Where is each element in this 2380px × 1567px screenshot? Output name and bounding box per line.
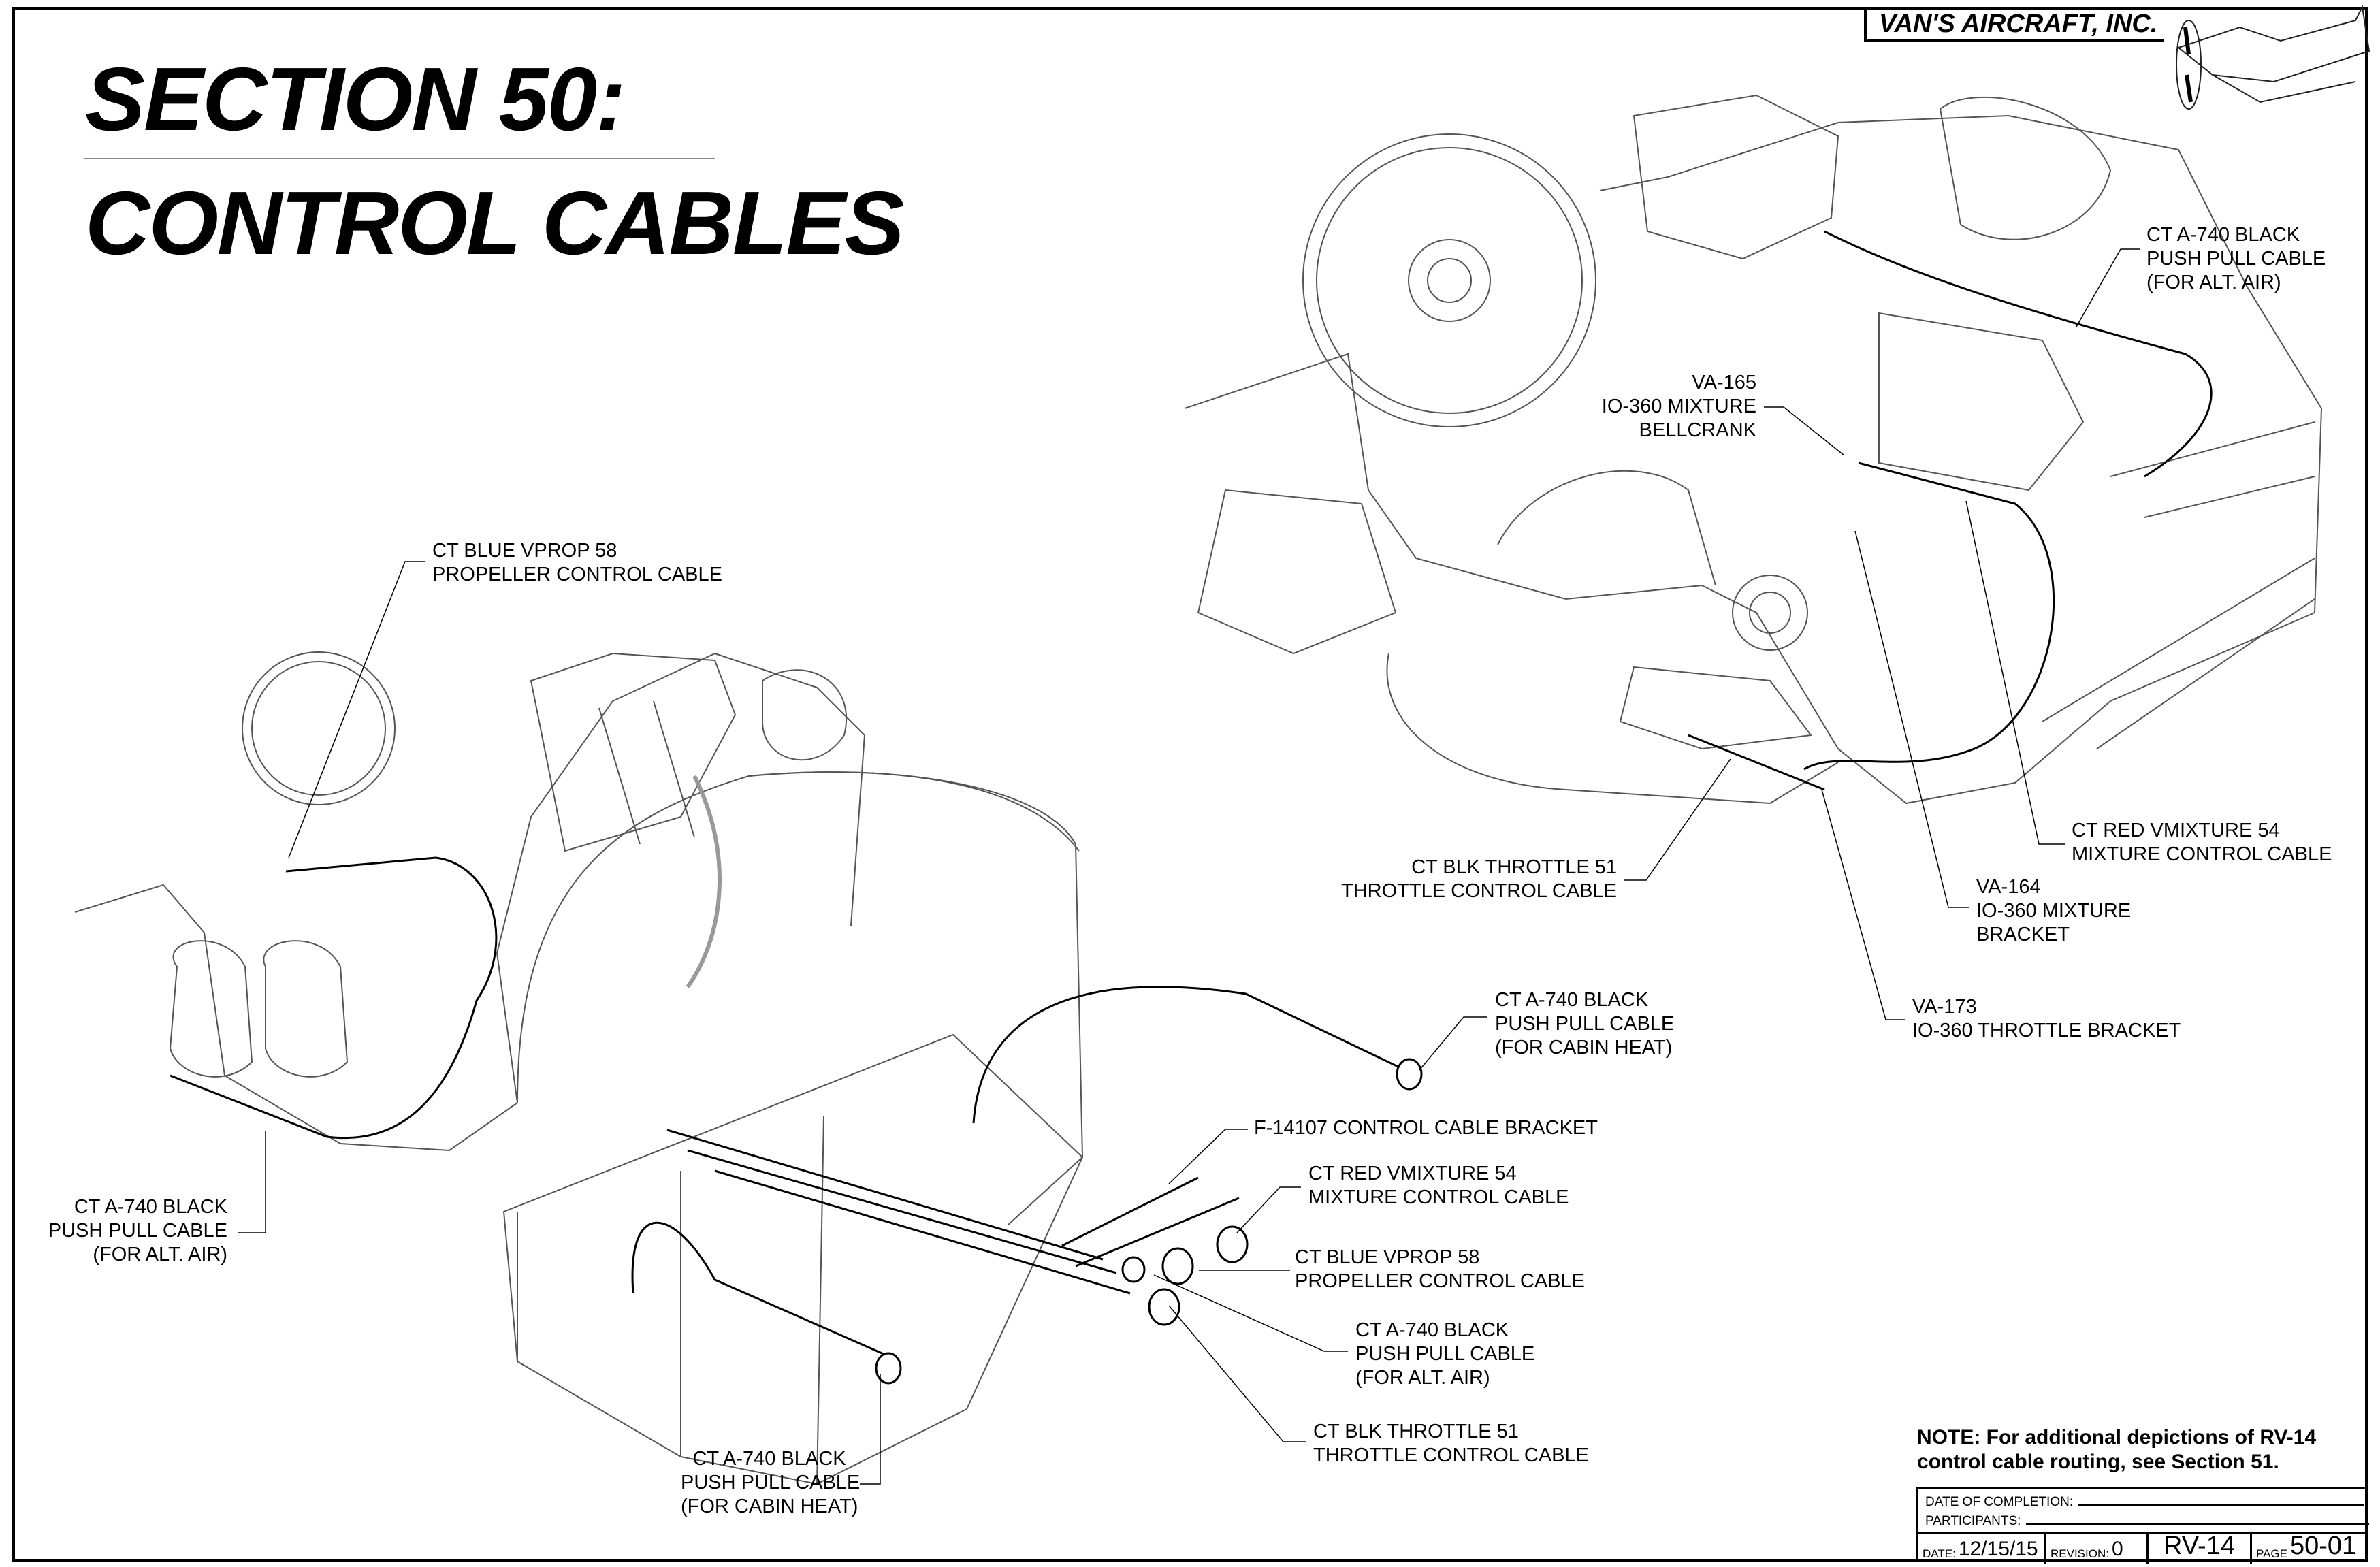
callout-f14107-bracket: F-14107 CONTROL CABLE BRACKET	[1254, 1116, 1598, 1140]
cables	[170, 230, 2213, 1356]
company-name: VAN'S AIRCRAFT, INC.	[1864, 7, 2164, 42]
callout-line: (FOR ALT. AIR)	[2146, 272, 2281, 293]
callout-line: PROPELLER CONTROL CABLE	[1295, 1270, 1585, 1292]
callout-line: PUSH PULL CABLE	[1355, 1343, 1535, 1365]
date-of-completion-row: DATE OF COMPLETION:	[1925, 1495, 2365, 1510]
callout-left-cabin-heat-cable: CT A-740 BLACK PUSH PULL CABLE (FOR CABI…	[681, 1447, 861, 1519]
page-value: 50-01	[2289, 1532, 2357, 1560]
cable-knobs	[875, 1058, 1423, 1385]
callout-line: CT A-740 BLACK	[74, 1196, 227, 1218]
callout-right-mixture-cable: CT RED VMIXTURE 54 MIXTURE CONTROL CABLE	[2072, 819, 2332, 867]
callout-va173-throttle-bracket: VA-173 IO-360 THROTTLE BRACKET	[1912, 995, 2181, 1043]
model-value: RV-14	[2164, 1532, 2235, 1560]
callout-mid-alt-air-cable: CT A-740 BLACK PUSH PULL CABLE (FOR ALT.…	[1355, 1319, 1534, 1390]
callout-right-throttle-cable: CT BLK THROTTLE 51 THROTTLE CONTROL CABL…	[1341, 856, 1617, 903]
callout-line: PUSH PULL CABLE	[681, 1472, 861, 1493]
callout-line: MIXTURE CONTROL CABLE	[2072, 843, 2332, 865]
model-cell: RV-14	[2149, 1532, 2252, 1564]
callout-mid-propeller-cable: CT BLUE VPROP 58 PROPELLER CONTROL CABLE	[1295, 1246, 1585, 1293]
callout-line: PUSH PULL CABLE	[2146, 248, 2326, 270]
callout-line: CT RED VMIXTURE 54	[2072, 820, 2280, 841]
callout-line: IO-360 MIXTURE	[1601, 395, 1756, 417]
page-label: PAGE	[2256, 1547, 2287, 1560]
revision-cell: REVISION:0	[2046, 1534, 2149, 1564]
callout-mid-mixture-cable: CT RED VMIXTURE 54 MIXTURE CONTROL CABLE	[1308, 1162, 1569, 1210]
callout-line: CT RED VMIXTURE 54	[1308, 1163, 1517, 1184]
date-of-completion-field	[2078, 1504, 2365, 1506]
callout-line: CT A-740 BLACK	[1355, 1319, 1509, 1341]
right-engine-drawing	[1184, 94, 2323, 805]
left-engine-fuselage-drawing	[74, 651, 1084, 1485]
routing-note: NOTE: For additional depictions of RV-14…	[1917, 1425, 2316, 1474]
note-line: control cable routing, see Section 51.	[1917, 1451, 2279, 1473]
callout-va164-bracket: VA-164 IO-360 MIXTURE BRACKET	[1976, 875, 2131, 947]
callout-line: PROPELLER CONTROL CABLE	[432, 564, 722, 585]
callout-line: PUSH PULL CABLE	[1495, 1013, 1675, 1035]
callout-line: CT A-740 BLACK	[2146, 224, 2300, 246]
callout-top-right-alt-air-cable: CT A-740 BLACK PUSH PULL CABLE (FOR ALT.…	[2146, 223, 2326, 295]
participants-field	[2026, 1523, 2370, 1525]
date-value: 12/15/15	[1958, 1538, 2038, 1560]
participants-label: PARTICIPANTS:	[1925, 1514, 2021, 1528]
callout-line: (FOR ALT. AIR)	[93, 1244, 227, 1265]
callout-line: (FOR CABIN HEAT)	[681, 1496, 858, 1517]
callout-line: IO-360 MIXTURE	[1976, 900, 2132, 922]
callout-line: THROTTLE CONTROL CABLE	[1341, 880, 1617, 902]
callout-line: CT A-740 BLACK	[692, 1448, 846, 1470]
callout-line: CT BLK THROTTLE 51	[1411, 856, 1617, 878]
callout-line: (FOR CABIN HEAT)	[1495, 1037, 1673, 1059]
date-of-completion-label: DATE OF COMPLETION:	[1925, 1495, 2074, 1509]
date-label: DATE:	[1923, 1547, 1956, 1560]
callout-line: F-14107 CONTROL CABLE BRACKET	[1254, 1117, 1598, 1139]
callout-mid-throttle-cable: CT BLK THROTTLE 51 THROTTLE CONTROL CABL…	[1313, 1420, 1589, 1468]
airplane-logo-icon	[2176, 4, 2370, 110]
drawing-border	[12, 7, 2368, 1562]
callout-line: (FOR ALT. AIR)	[1355, 1367, 1490, 1389]
callout-left-propeller-cable: CT BLUE VPROP 58 PROPELLER CONTROL CABLE	[432, 539, 722, 587]
participants-row: PARTICIPANTS:	[1925, 1514, 2370, 1529]
callout-line: PUSH PULL CABLE	[48, 1220, 227, 1242]
note-line: NOTE: For additional depictions of RV-14	[1917, 1426, 2317, 1449]
callout-line: CT BLUE VPROP 58	[432, 540, 617, 562]
section-title-line1: SECTION 50:	[85, 49, 626, 149]
title-rule	[84, 158, 715, 159]
callout-line: VA-164	[1976, 876, 2041, 898]
revision-label: REVISION:	[2051, 1547, 2109, 1560]
callout-line: CT A-740 BLACK	[1495, 989, 1649, 1011]
callout-line: MIXTURE CONTROL CABLE	[1308, 1186, 1569, 1208]
callout-mid-cabin-heat-cable: CT A-740 BLACK PUSH PULL CABLE (FOR CABI…	[1495, 988, 1674, 1060]
callout-line: VA-173	[1912, 996, 1977, 1018]
callout-va165-bellcrank: VA-165 IO-360 MIXTURE BELLCRANK	[1602, 371, 1756, 442]
callout-left-alt-air-cable: CT A-740 BLACK PUSH PULL CABLE (FOR ALT.…	[48, 1195, 227, 1267]
title-block: DATE OF COMPLETION: PARTICIPANTS: DATE:1…	[1916, 1487, 2370, 1564]
callout-line: IO-360 THROTTLE BRACKET	[1912, 1020, 2181, 1041]
date-cell: DATE:12/15/15	[1918, 1534, 2046, 1564]
section-title-line2: CONTROL CABLES	[85, 173, 905, 273]
revision-value: 0	[2111, 1538, 2123, 1560]
callout-line: CT BLK THROTTLE 51	[1313, 1421, 1519, 1442]
callout-line: BELLCRANK	[1639, 419, 1756, 441]
callout-line: THROTTLE CONTROL CABLE	[1313, 1444, 1589, 1466]
callout-line: CT BLUE VPROP 58	[1295, 1246, 1480, 1268]
callout-line: VA-165	[1692, 372, 1756, 393]
callout-line: BRACKET	[1976, 924, 2070, 946]
leader-lines	[238, 248, 2140, 1485]
